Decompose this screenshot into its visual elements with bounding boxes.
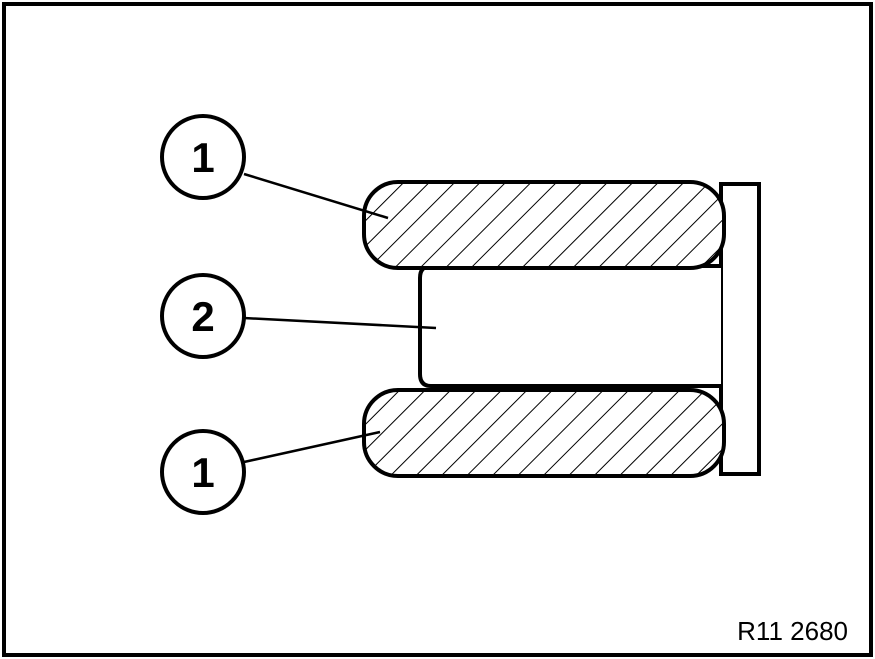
back-plate xyxy=(719,182,761,476)
callout-top: 1 xyxy=(160,114,246,200)
leader-line-top xyxy=(243,172,389,220)
expander-spring-part xyxy=(418,264,721,388)
top-rail-ring xyxy=(362,180,726,270)
callout-top-label: 1 xyxy=(191,134,214,181)
callout-middle-label: 2 xyxy=(191,293,214,340)
figure-reference: R11 2680 xyxy=(737,616,848,646)
callout-middle: 2 xyxy=(160,273,246,359)
leader-line-middle xyxy=(243,316,437,330)
leader-line-bottom xyxy=(243,430,381,464)
bottom-rail-ring xyxy=(362,388,726,478)
callout-bottom: 1 xyxy=(160,429,246,515)
callout-bottom-label: 1 xyxy=(191,449,214,496)
